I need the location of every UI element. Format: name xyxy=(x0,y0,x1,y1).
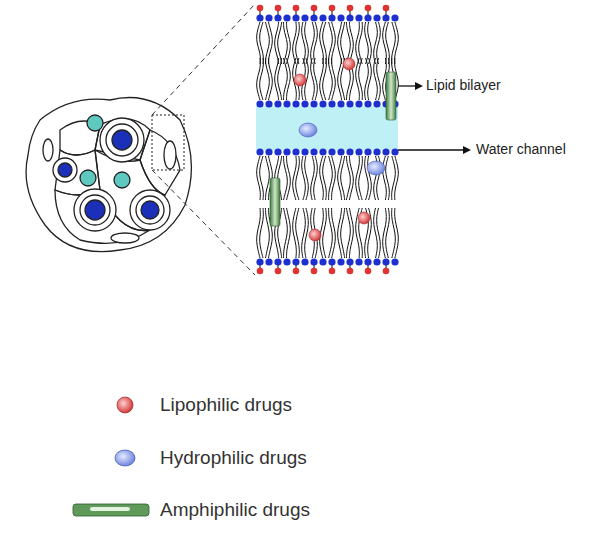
lipid-heads xyxy=(256,5,398,275)
part-label: Water channel xyxy=(476,141,566,158)
legend-text: Hydrophilic drugs xyxy=(160,443,307,473)
lipid-tails xyxy=(257,22,399,258)
arrowhead xyxy=(463,146,471,154)
drug-molecules xyxy=(270,58,396,241)
legend-entry: Hydrophilic drugs xyxy=(70,443,307,473)
legend-text: Amphiphilic drugs xyxy=(160,495,310,525)
legend-sample xyxy=(70,495,154,525)
legend-text: Lipophilic drugs xyxy=(160,390,292,420)
leader-line xyxy=(398,149,466,150)
legend-sample xyxy=(70,443,154,473)
part-label: Lipid bilayer xyxy=(426,77,501,94)
legend-sample xyxy=(70,390,154,420)
water-channel xyxy=(256,106,398,150)
zoom-box xyxy=(152,115,184,170)
zoom-guide xyxy=(152,170,255,275)
legend-entry: Lipophilic drugs xyxy=(70,390,292,420)
cubosome xyxy=(26,98,191,252)
arrowhead xyxy=(415,82,423,90)
zoom-guide xyxy=(152,4,255,115)
legend-entry: Amphiphilic drugs xyxy=(70,495,310,525)
